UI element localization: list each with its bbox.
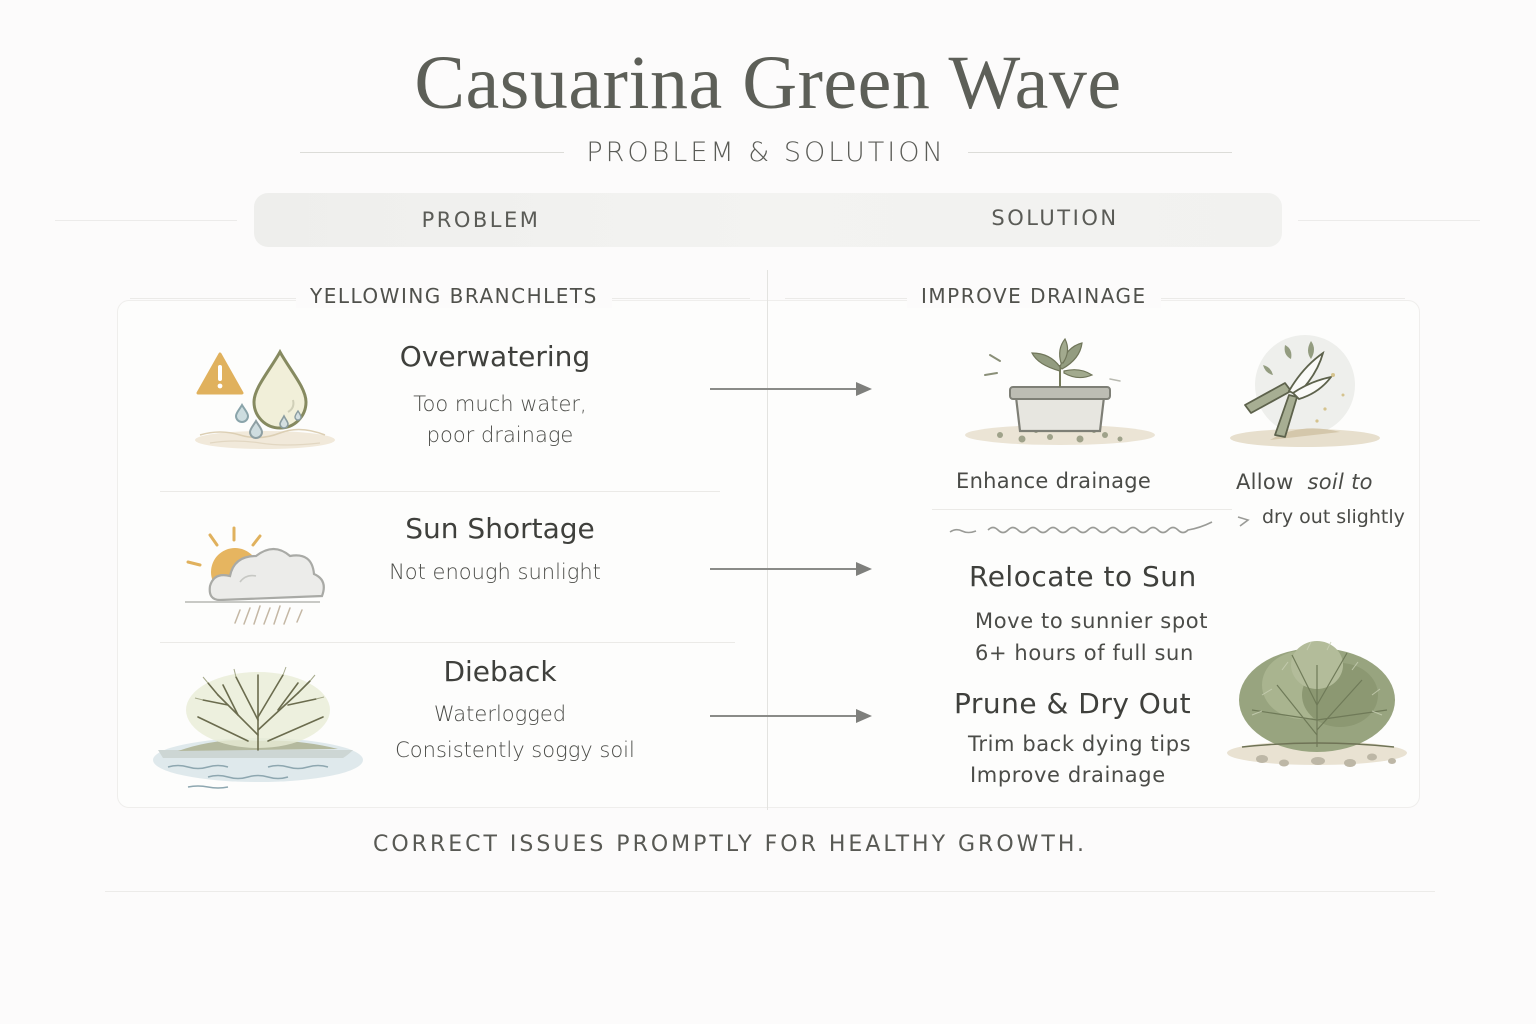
subtitle-rule-right — [967, 151, 1233, 153]
column-divider — [767, 270, 768, 810]
problem-desc-dieback-line1: Waterlogged — [433, 702, 567, 726]
solution-desc-relocate-line2: 6+ hours of full sun — [975, 641, 1194, 665]
solution-column-header: SOLUTION — [991, 206, 1119, 230]
solution-desc-prune-line1: Trim back dying tips — [968, 732, 1192, 756]
problem-title-dieback: Dieback — [443, 655, 557, 688]
solution-desc-relocate-line1: Move to sunnier spot — [975, 609, 1209, 633]
problem-column-header: PROBLEM — [421, 208, 541, 232]
healthy-shrub-icon — [1227, 641, 1407, 767]
footer-rule — [105, 891, 1435, 892]
arrow-right-icon — [710, 709, 872, 723]
subtitle-rule-left — [300, 151, 565, 153]
page-title: Casuarina Green Wave — [414, 41, 1122, 125]
problem-title-overwatering: Overwatering — [399, 340, 591, 373]
solution-title-prune: Prune & Dry Out — [954, 687, 1192, 720]
arrow-right-icon — [710, 382, 872, 396]
warning-water-drop-icon — [195, 348, 335, 449]
problem-desc-sun-shortage: Not enough sunlight — [389, 560, 601, 584]
caption-dry-out: dry out slightly — [1262, 506, 1405, 528]
problem-title-sun-shortage: Sun Shortage — [405, 512, 595, 545]
caption-enhance-drainage: Enhance drainage — [956, 469, 1152, 493]
solution-title-relocate: Relocate to Sun — [969, 560, 1197, 593]
bare-shrub-in-water-icon — [153, 666, 363, 789]
arrow-right-icon — [710, 562, 872, 576]
squiggle-arrow-icon — [949, 516, 1250, 534]
caption-allow: Allow — [1236, 470, 1294, 494]
problem-section-heading: YELLOWING BRANCHLETS — [296, 284, 612, 308]
divider-left — [55, 220, 237, 221]
footer-note: CORRECT ISSUES PROMPTLY FOR HEALTHY GROW… — [372, 832, 1088, 857]
sun-behind-cloud-icon — [185, 526, 325, 625]
subtitle-row: PROBLEM & SOLUTION — [300, 132, 1233, 172]
potted-plant-icon — [965, 337, 1155, 445]
pruning-shears-icon — [1230, 335, 1380, 447]
problem-desc-overwatering-line2: poor drainage — [426, 423, 574, 447]
problem-desc-overwatering-line1: Too much water, — [413, 392, 587, 416]
main-card — [117, 300, 1420, 808]
solution-desc-prune-line2: Improve drainage — [970, 763, 1166, 787]
column-header-bar: PROBLEM SOLUTION — [254, 193, 1282, 247]
row-separator — [160, 491, 720, 492]
row-separator — [160, 642, 735, 643]
caption-soil-to: soil to — [1307, 470, 1373, 494]
row-separator — [932, 509, 1232, 510]
page-subtitle: PROBLEM & SOLUTION — [586, 136, 946, 168]
caption-allow-soil: Allow soil to — [1236, 470, 1373, 494]
divider-right — [1298, 220, 1480, 221]
problem-desc-dieback-line2: Consistently soggy soil — [395, 738, 635, 762]
solution-section-heading: IMPROVE DRAINAGE — [907, 284, 1161, 308]
